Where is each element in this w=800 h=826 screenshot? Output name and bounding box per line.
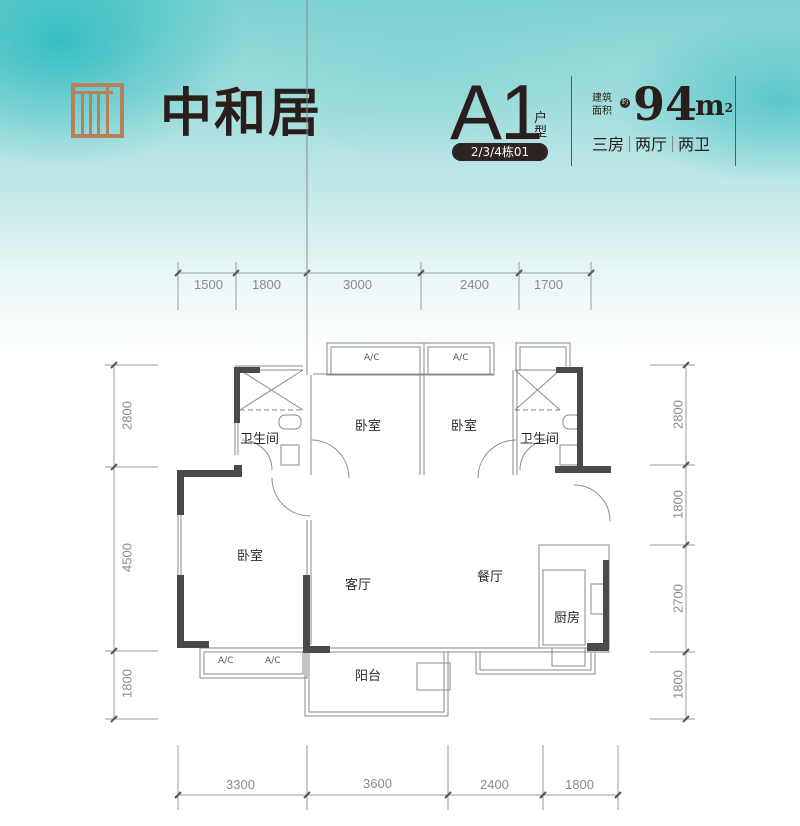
header-divider (571, 76, 572, 166)
unit-type-suffix: 户型 (534, 111, 548, 140)
dimension-top: 2400 (460, 277, 489, 292)
room-label-kitchen: 厨房 (554, 611, 581, 626)
room-label-bathroom: 卫生间 (240, 432, 280, 447)
ac-unit-label: A/C (453, 353, 469, 363)
dimension-bottom: 1800 (565, 777, 594, 792)
area-value: 94 (633, 77, 698, 131)
watercolor-header-background (0, 0, 800, 360)
dimension-top: 3000 (343, 277, 372, 292)
room-label-dining-room: 餐厅 (477, 570, 504, 585)
unit-type-code: A1 (450, 68, 543, 156)
room-label-bedroom: 卧室 (355, 419, 382, 434)
dimension-top: 1700 (534, 277, 563, 292)
dimension-left: 2800 (119, 401, 135, 430)
header-divider (735, 76, 736, 166)
room-label-bathroom: 卫生间 (520, 432, 560, 447)
dimension-top: 1500 (194, 277, 223, 292)
building-badge: 2/3/4栋01 (452, 143, 548, 161)
dimension-right: 2800 (670, 400, 686, 429)
layout-bathrooms: 两卫 (678, 135, 711, 154)
dimension-bottom: 3600 (363, 776, 392, 791)
room-label-bedroom: 卧室 (451, 419, 478, 434)
brand-name: 中和居 (160, 83, 323, 144)
dimension-right: 1800 (670, 670, 686, 699)
area-label-line1: 建筑 (592, 93, 612, 104)
room-layout-summary: 三房两厅两卫 (592, 135, 710, 155)
ac-unit-label: A/C (265, 656, 281, 666)
area-label-line2: 面积 (592, 106, 612, 117)
dimension-right: 2700 (670, 584, 686, 613)
approx-badge: 约 (620, 98, 630, 108)
dimension-left: 1800 (119, 669, 135, 698)
area-label: 建筑 面积 (592, 92, 620, 118)
lattice-window-logo-icon (71, 83, 124, 138)
ac-unit-label: A/C (364, 353, 380, 363)
dimension-top: 1800 (252, 277, 281, 292)
area-unit: m2 (695, 89, 733, 122)
room-label-balcony: 阳台 (355, 669, 382, 684)
dimension-bottom: 2400 (480, 777, 509, 792)
layout-bedrooms: 三房 (592, 135, 625, 154)
room-label-bedroom: 卧室 (237, 549, 264, 564)
dimension-bottom: 3300 (226, 777, 255, 792)
dimension-left: 4500 (119, 543, 135, 572)
room-label-living-room: 客厅 (345, 578, 372, 593)
ac-unit-label: A/C (218, 656, 234, 666)
layout-halls: 两厅 (635, 135, 668, 154)
dimension-right: 1800 (670, 490, 686, 519)
